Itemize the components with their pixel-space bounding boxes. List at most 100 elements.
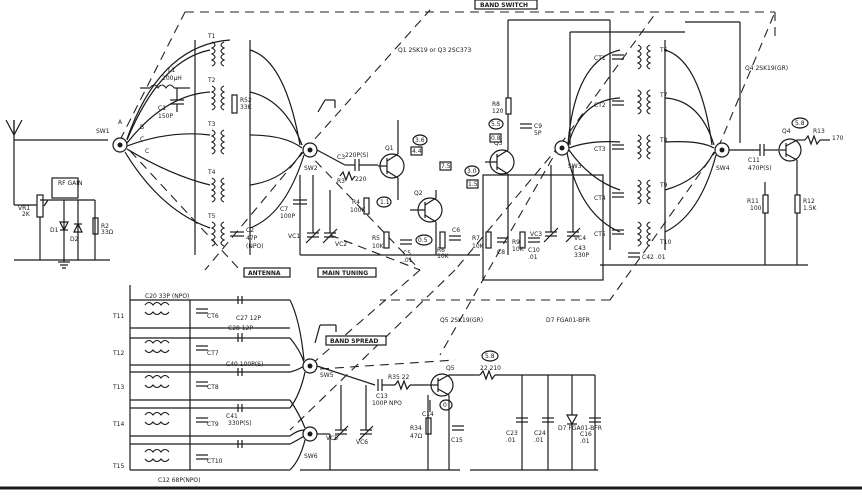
svg-text:.01: .01 [534, 437, 544, 444]
svg-text:R3: R3 [337, 178, 345, 185]
svg-text:(NPO): (NPO) [246, 243, 264, 250]
c42-capacitor: C42 .01 [628, 252, 666, 261]
svg-text:C13: C13 [376, 393, 388, 400]
voltage-badge-q3c: 3.0 [464, 165, 480, 177]
svg-text:C12 68P(NPO): C12 68P(NPO) [158, 477, 201, 484]
c8-capacitor: C8 [497, 237, 507, 256]
sw1-rotary-switch: SW1 A B C C [96, 119, 149, 155]
svg-text:RF GAIN: RF GAIN [58, 180, 83, 187]
svg-text:47P: 47P [246, 235, 258, 242]
osc-coils: T6 T7 T8 T9 T10 [609, 20, 671, 250]
svg-text:22 210: 22 210 [480, 365, 501, 372]
c6-capacitor: C6 [449, 227, 461, 241]
svg-text:C40 100P(S): C40 100P(S) [226, 361, 263, 368]
svg-text:CT6: CT6 [207, 313, 219, 320]
svg-text:D7 FGA01-BFR: D7 FGA01-BFR [558, 425, 602, 432]
c16-capacitor: C16 .01 [580, 375, 601, 470]
svg-text:470P(S): 470P(S) [748, 165, 772, 172]
sw4-rotary-switch: SW4 [714, 142, 730, 172]
svg-text:CT9: CT9 [207, 421, 219, 428]
q3-transistor: Q3 [485, 140, 515, 175]
sw1-fan-wires [124, 39, 231, 229]
svg-text:T15: T15 [112, 463, 124, 470]
voltage-badge-q4: 5.8 [791, 117, 809, 129]
svg-text:C41: C41 [226, 413, 238, 420]
svg-text:10K: 10K [512, 246, 525, 253]
svg-text:R5: R5 [372, 235, 380, 242]
c5-capacitor: C5 .01 [400, 239, 413, 264]
svg-text:VC6: VC6 [356, 439, 368, 446]
svg-text:CT1: CT1 [594, 55, 606, 62]
svg-text:.01: .01 [403, 257, 413, 264]
svg-text:R11: R11 [747, 198, 759, 205]
svg-text:0.5: 0.5 [418, 237, 428, 244]
svg-text:VC2: VC2 [335, 241, 347, 248]
svg-text:C10: C10 [528, 247, 540, 254]
c23-capacitor: C23 .01 [506, 375, 528, 470]
svg-text:C23: C23 [506, 430, 518, 437]
t7-coil: T7 [636, 89, 668, 115]
svg-text:Q4 2SK19(GR): Q4 2SK19(GR) [745, 65, 788, 72]
svg-text:.01: .01 [528, 254, 538, 261]
svg-text:C43: C43 [574, 245, 586, 252]
svg-text:VC1: VC1 [288, 233, 300, 240]
antenna-coils: T1 T2 T3 T4 T5 [194, 33, 251, 255]
svg-text:1.5K: 1.5K [803, 205, 818, 212]
sw5-fan-wires [289, 299, 306, 409]
svg-text:C24: C24 [534, 430, 546, 437]
c13-capacitor: C13 100P NPO [372, 379, 402, 407]
t5-coil: T5 [207, 213, 226, 247]
svg-text:C6: C6 [452, 227, 460, 234]
svg-text:R9: R9 [512, 239, 520, 246]
svg-text:10K: 10K [437, 253, 450, 260]
svg-text:220: 220 [355, 176, 367, 183]
svg-text:CT5: CT5 [594, 231, 606, 238]
svg-text:T2: T2 [207, 77, 216, 84]
r7-resistor: R7 10K [472, 231, 492, 250]
d7-zener: D7 FGA01-BFR [558, 375, 602, 470]
voltage-badge-q2: 1.1 [376, 196, 392, 208]
sw5-rotary-switch: SW5 [302, 358, 334, 379]
svg-text:D1: D1 [50, 227, 59, 234]
svg-text:C2: C2 [246, 227, 254, 234]
vc1-capacitor: VC1 [288, 228, 321, 244]
svg-text:7.5: 7.5 [441, 163, 451, 170]
voltage-badge-q2b: 7.5 [439, 161, 452, 171]
svg-text:R52: R52 [240, 97, 252, 104]
svg-text:MAIN TUNING: MAIN TUNING [322, 270, 368, 277]
svg-text:T10: T10 [659, 239, 671, 246]
voltage-badge-q3d: 1.5 [466, 179, 479, 189]
svg-text:SW2: SW2 [304, 165, 318, 172]
svg-text:VC4: VC4 [574, 235, 586, 242]
svg-text:C42: C42 [642, 254, 654, 261]
svg-text:2K: 2K [22, 211, 31, 218]
antenna-title: ANTENNA [243, 267, 291, 278]
trimmer-caps-ct1-ct5: CT1 CT2 CT3 CT4 CT5 [594, 54, 624, 238]
switch-linkage-lines [119, 9, 776, 431]
r52-resistor: R52 33K [231, 94, 253, 114]
svg-text:R4: R4 [352, 199, 360, 206]
svg-text:Q5 2SK19(GR): Q5 2SK19(GR) [440, 317, 483, 324]
voltage-badge-q3: 5.5 [488, 118, 504, 130]
svg-text:.01: .01 [656, 254, 666, 261]
sw4-fan-wires [664, 49, 717, 233]
q1-transistor: Q1 Q1 2SK19 or Q3 2SC373 [378, 47, 471, 179]
svg-text:C: C [145, 148, 149, 155]
svg-text:SW5: SW5 [320, 372, 334, 379]
t1-coil: T1 [207, 33, 226, 67]
c10-capacitor: C10 .01 [528, 237, 540, 261]
svg-text:CT4: CT4 [594, 195, 606, 202]
svg-text:5.8: 5.8 [485, 353, 495, 360]
svg-text:Q5: Q5 [446, 365, 455, 372]
vc3-capacitor: VC3 [530, 227, 559, 243]
sw3-rotary-switch: SW3 [554, 140, 582, 170]
r3-resistor: R3 220 [337, 170, 367, 185]
svg-text:T1: T1 [207, 33, 216, 40]
svg-text:100K: 100K [350, 207, 366, 214]
svg-text:R35 22: R35 22 [388, 374, 410, 381]
svg-text:R12: R12 [803, 198, 815, 205]
svg-text:0.8: 0.8 [491, 135, 501, 142]
r11-resistor: R11 100 [747, 194, 769, 214]
r5-resistor: R5 10K [372, 231, 390, 250]
d2-diode: D2 [70, 200, 83, 260]
